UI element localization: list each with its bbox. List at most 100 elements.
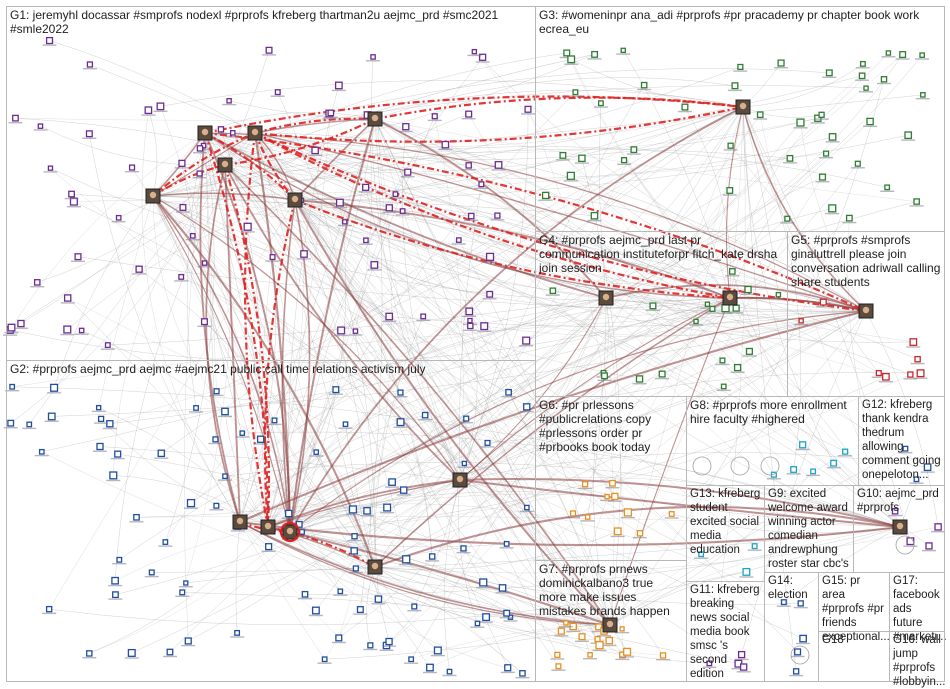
node-icon[interactable] <box>350 547 358 555</box>
node-icon[interactable] <box>825 69 833 77</box>
node-icon[interactable] <box>431 113 438 120</box>
group-panel-g8[interactable]: G8: #prprofs more enrollment hire facult… <box>686 396 859 486</box>
node-icon[interactable] <box>595 641 604 650</box>
node-icon[interactable] <box>239 430 246 436</box>
node-icon[interactable] <box>882 372 890 381</box>
node-icon[interactable] <box>95 404 102 411</box>
node-icon[interactable] <box>460 545 467 552</box>
node-icon[interactable] <box>17 319 25 328</box>
node-icon[interactable] <box>222 473 228 480</box>
node-icon[interactable] <box>374 595 383 603</box>
node-icon[interactable] <box>482 613 491 622</box>
node-icon[interactable] <box>581 481 589 488</box>
node-icon[interactable] <box>274 89 281 96</box>
node-icon[interactable] <box>659 652 667 659</box>
node-icon[interactable] <box>441 140 450 149</box>
node-icon[interactable] <box>50 383 59 392</box>
node-icon[interactable] <box>620 157 628 164</box>
node-icon[interactable] <box>47 412 56 421</box>
node-icon[interactable] <box>909 338 918 346</box>
node-icon[interactable] <box>563 620 569 626</box>
node-icon[interactable] <box>524 105 532 113</box>
node-icon[interactable] <box>7 419 15 427</box>
node-icon[interactable] <box>478 181 485 188</box>
node-icon[interactable] <box>819 298 827 306</box>
node-icon[interactable] <box>399 208 406 214</box>
node-icon[interactable] <box>433 646 442 655</box>
node-icon[interactable] <box>796 118 805 127</box>
node-icon[interactable] <box>397 389 404 396</box>
node-icon[interactable] <box>504 664 512 672</box>
node-icon[interactable] <box>234 629 241 636</box>
node-icon[interactable] <box>196 145 204 152</box>
node-icon[interactable] <box>522 336 531 345</box>
node-icon[interactable] <box>402 555 411 564</box>
node-icon[interactable] <box>907 371 914 378</box>
node-icon[interactable] <box>797 600 804 607</box>
node-icon[interactable] <box>356 606 364 614</box>
node-icon[interactable] <box>178 159 186 167</box>
node-icon[interactable] <box>854 160 861 167</box>
node-icon[interactable] <box>880 76 888 83</box>
node-icon[interactable] <box>523 403 531 411</box>
group-panel-g7[interactable]: G7: #prprofs prnews dominickalbano3 true… <box>535 560 687 682</box>
node-icon[interactable] <box>68 190 75 198</box>
node-icon[interactable] <box>559 151 567 159</box>
node-icon[interactable] <box>221 407 229 416</box>
node-icon[interactable] <box>337 588 344 595</box>
node-icon[interactable] <box>913 198 920 205</box>
node-icon[interactable] <box>595 623 603 631</box>
node-icon[interactable] <box>388 478 396 486</box>
node-icon[interactable] <box>133 513 140 521</box>
node-icon[interactable] <box>370 54 376 60</box>
node-icon[interactable] <box>494 212 501 219</box>
node-icon[interactable] <box>799 441 807 449</box>
node-icon[interactable] <box>104 342 111 349</box>
node-icon[interactable] <box>704 301 711 307</box>
node-icon[interactable] <box>923 463 932 472</box>
node-icon[interactable] <box>342 421 349 428</box>
group-panel-g10[interactable]: G10: aejmc_prd #prprofs <box>853 485 945 573</box>
group-panel-g18[interactable]: G18 <box>818 631 890 682</box>
node-icon[interactable] <box>348 505 358 514</box>
node-icon[interactable] <box>265 543 273 551</box>
node-icon[interactable] <box>605 636 614 645</box>
group-panel-g1[interactable]: G1: jeremyhl docassar #smprofs nodexl #p… <box>6 6 536 361</box>
node-icon[interactable] <box>74 253 82 261</box>
node-icon[interactable] <box>179 203 187 211</box>
node-icon[interactable] <box>33 279 41 286</box>
node-icon[interactable] <box>623 647 632 656</box>
node-icon[interactable] <box>780 599 787 606</box>
node-icon[interactable] <box>613 527 622 536</box>
node-icon[interactable] <box>411 603 418 610</box>
node-icon[interactable] <box>649 302 657 310</box>
node-icon[interactable] <box>421 411 429 419</box>
node-icon[interactable] <box>668 511 675 517</box>
node-icon[interactable] <box>474 620 481 627</box>
node-icon[interactable] <box>706 660 713 667</box>
node-icon[interactable] <box>135 265 143 273</box>
node-icon[interactable] <box>179 589 186 596</box>
group-panel-g2[interactable]: G2: #prprofs aejmc_prd aejmc #aejmc21 pu… <box>6 360 536 682</box>
node-icon[interactable] <box>396 418 405 427</box>
node-icon[interactable] <box>726 187 734 194</box>
node-icon[interactable] <box>162 539 169 545</box>
node-icon[interactable] <box>745 347 753 355</box>
node-icon[interactable] <box>115 214 122 221</box>
node-icon[interactable] <box>408 656 415 663</box>
group-panel-g4[interactable]: G4: #prprofs aejmc_prd last pr communica… <box>535 231 788 397</box>
node-icon[interactable] <box>913 476 920 483</box>
node-icon[interactable] <box>875 370 882 377</box>
node-icon[interactable] <box>484 439 491 446</box>
node-icon[interactable] <box>567 55 576 64</box>
node-icon[interactable] <box>658 370 666 378</box>
node-icon[interactable] <box>885 50 892 56</box>
node-icon[interactable] <box>352 565 359 572</box>
node-icon[interactable] <box>569 510 577 517</box>
node-icon[interactable] <box>335 634 343 642</box>
node-icon[interactable] <box>311 146 319 155</box>
node-icon[interactable] <box>367 642 374 649</box>
node-icon[interactable] <box>720 383 727 390</box>
node-icon[interactable] <box>479 578 488 587</box>
node-icon[interactable] <box>737 63 744 71</box>
